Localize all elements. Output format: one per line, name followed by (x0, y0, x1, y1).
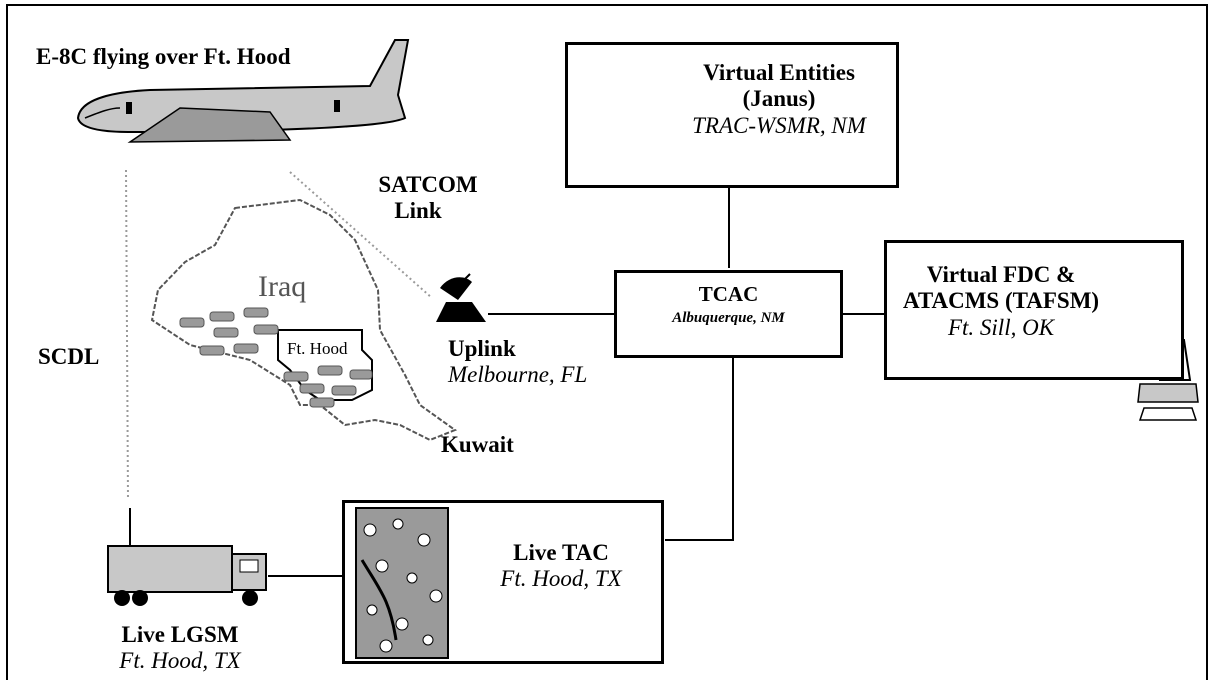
live-tac-label: Live TAC Ft. Hood, TX (466, 540, 656, 593)
virtual-entities-box (565, 42, 899, 188)
uplink-label: Uplink Melbourne, FL (448, 336, 587, 389)
live-lgsm-title: Live LGSM (121, 622, 239, 647)
scdl-label: SCDL (38, 344, 100, 369)
live-tac-location: Ft. Hood, TX (500, 566, 622, 592)
satcom-label: SATCOM Link (358, 172, 498, 225)
virtual-entities-location: TRAC-WSMR, NM (692, 112, 866, 138)
live-lgsm-label: Live LGSM Ft. Hood, TX (90, 622, 270, 675)
iraq-label: Iraq (258, 270, 307, 303)
tcac-label: TCAC Albuquerque, NM (614, 282, 843, 327)
uplink-title: Uplink (448, 336, 516, 361)
virtual-fdc-label: Virtual FDC & ATACMS (TAFSM) Ft. Sill, O… (886, 262, 1116, 341)
virtual-entities-label: Virtual Entities (Janus) TRAC-WSMR, NM (672, 60, 886, 139)
satcom-line2: Link (394, 198, 442, 224)
virtual-entities-line2: (Janus) (742, 86, 816, 112)
uplink-location: Melbourne, FL (448, 362, 588, 388)
satcom-line1: SATCOM (378, 172, 478, 197)
fthood-map-label: Ft. Hood (287, 339, 348, 358)
satcom-link (289, 171, 433, 299)
link-tcac-livetac (665, 356, 734, 541)
virtual-fdc-line1: Virtual FDC & (926, 262, 1076, 287)
virtual-fdc-location: Ft. Sill, OK (947, 314, 1055, 340)
tcac-location: Albuquerque, NM (672, 310, 785, 327)
tcac-title: TCAC (698, 282, 759, 306)
virtual-entities-line1: Virtual Entities (703, 60, 855, 85)
tcac-box (614, 270, 843, 358)
scdl-link (125, 169, 129, 501)
live-lgsm-location: Ft. Hood, TX (119, 648, 241, 674)
kuwait-label: Kuwait (441, 432, 514, 457)
virtual-fdc-line2: ATACMS (TAFSM) (902, 288, 1100, 314)
virtual-fdc-box (884, 240, 1184, 380)
live-tac-title: Live TAC (513, 540, 609, 565)
e8c-label: E-8C flying over Ft. Hood (36, 44, 291, 69)
diagram-frame (6, 4, 1208, 680)
